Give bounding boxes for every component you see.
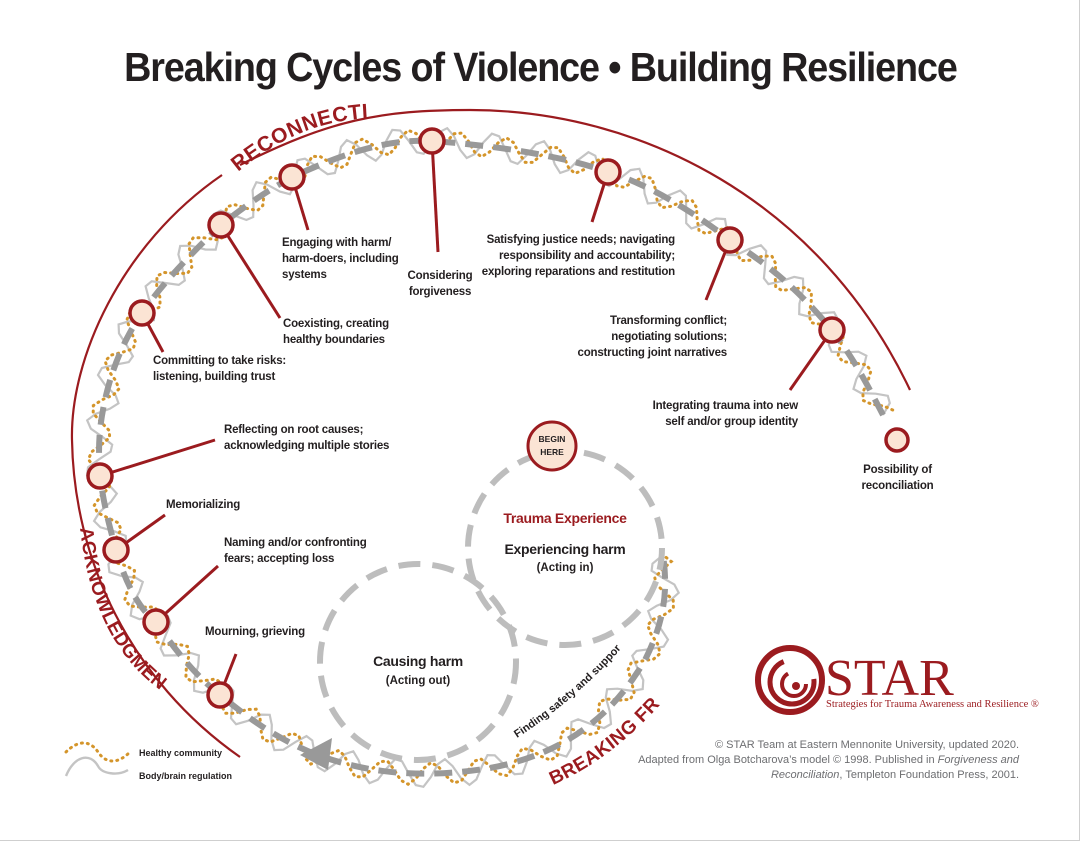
label-memorializing-text: Memorializing xyxy=(166,499,241,511)
label-committing-l1: Committing to take risks: xyxy=(153,355,287,367)
star-tagline: Strategies for Trauma Awareness and Resi… xyxy=(826,699,1039,710)
stage-node-memorializing xyxy=(102,536,130,564)
label-mourning-text: Mourning, grieving xyxy=(205,626,305,638)
label-reflecting: Reflecting on root causes; acknowledging… xyxy=(224,422,389,454)
label-naming: Naming and/or confronting fears; accepti… xyxy=(224,535,367,567)
label-integrating-l2: self and/or group identity xyxy=(665,416,798,428)
label-mourning: Mourning, grieving xyxy=(205,624,305,640)
cycle-arrowhead xyxy=(300,738,332,770)
stage-node-reflecting xyxy=(86,462,114,490)
stage-node-engaging xyxy=(278,163,306,191)
label-integrating: Integrating trauma into new self and/or … xyxy=(630,398,799,430)
causing-harm-circle xyxy=(317,561,519,763)
stage-node-naming xyxy=(142,608,170,636)
trauma-heading: Trauma Experience xyxy=(503,510,627,526)
label-forgiveness: Considering forgiveness xyxy=(395,268,485,300)
trauma-main: Experiencing harm xyxy=(504,541,626,557)
label-transforming: Transforming conflict; negotiating solut… xyxy=(560,313,728,361)
stage-node-committing xyxy=(128,299,156,327)
label-transforming-l2: negotiating solutions; xyxy=(611,331,727,343)
copyright-line1: © STAR Team at Eastern Mennonite Univers… xyxy=(714,739,1019,751)
acknowledgment-label: ACKNOWLEDGMENT xyxy=(0,0,170,694)
copyright-line3-b: , Templeton Foundation Press, 2001. xyxy=(839,769,1019,781)
copyright-line2-a: Adapted from Olga Botcharova’s model © 1… xyxy=(638,754,938,766)
leader-line-coexisting xyxy=(219,224,282,319)
label-justice-l3: exploring reparations and restitution xyxy=(481,266,675,278)
begin-here-node xyxy=(526,420,578,472)
legend-regulation-line xyxy=(64,756,129,777)
star-logo-icon xyxy=(755,645,825,715)
begin-here-line2: HERE xyxy=(540,447,564,457)
label-justice: Satisfying justice needs; navigating res… xyxy=(470,232,675,280)
label-coexisting-l2: healthy boundaries xyxy=(283,334,385,346)
stage-node-forgiveness xyxy=(418,127,446,155)
label-committing: Committing to take risks: listening, bui… xyxy=(153,353,286,385)
label-transforming-l3: constructing joint narratives xyxy=(577,347,728,359)
label-justice-l1: Satisfying justice needs; navigating xyxy=(486,234,676,246)
label-forgiveness-l1: Considering xyxy=(407,270,473,282)
label-forgiveness-l2: forgiveness xyxy=(408,286,472,298)
label-engaging-l2: harm-doers, including xyxy=(282,253,399,265)
stage-nodes xyxy=(86,127,910,709)
label-memorializing: Memorializing xyxy=(166,497,240,513)
stage-node-integrating xyxy=(818,316,846,344)
label-reflecting-l1: Reflecting on root causes; xyxy=(224,424,364,436)
leader-line-reflecting xyxy=(99,438,216,478)
stage-node-coexisting xyxy=(207,211,235,239)
stage-node-transforming xyxy=(716,226,744,254)
star-logo-wordmark: STAR xyxy=(825,650,954,707)
legend-regulation-label: Body/brain regulation xyxy=(139,771,233,781)
copyright-line2-b: Forgiveness and xyxy=(937,754,1019,766)
stage-node-justice xyxy=(594,158,622,186)
registered-mark: ® xyxy=(1030,699,1039,710)
label-engaging-l3: systems xyxy=(282,269,327,281)
label-reconciliation-l1: Possibility of xyxy=(863,464,932,476)
label-reconciliation: Possibility of reconciliation xyxy=(850,462,945,494)
leader-line-forgiveness xyxy=(430,140,440,253)
stage-node-mourning xyxy=(206,681,234,709)
label-coexisting: Coexisting, creating healthy boundaries xyxy=(283,316,389,348)
harm-main: Causing harm xyxy=(373,653,463,669)
label-engaging: Engaging with harm/ harm-doers, includin… xyxy=(282,235,399,283)
copyright-line2: Adapted from Olga Botcharova’s model © 1… xyxy=(638,753,1019,768)
label-coexisting-l1: Coexisting, creating xyxy=(283,318,389,330)
harm-sub: (Acting out) xyxy=(385,675,451,687)
copyright-line3: Reconciliation, Templeton Foundation Pre… xyxy=(638,768,1019,783)
label-justice-l2: responsibility and accountability; xyxy=(499,250,675,262)
cycle-dashed-path xyxy=(96,137,886,777)
label-naming-l1: Naming and/or confronting xyxy=(224,537,367,549)
legend-healthy-line xyxy=(64,741,132,763)
stage-node-reconciliation xyxy=(884,427,910,453)
label-reflecting-l2: acknowledging multiple stories xyxy=(224,440,390,452)
label-engaging-l1: Engaging with harm/ xyxy=(282,237,392,249)
copyright-note: © STAR Team at Eastern Mennonite Univers… xyxy=(638,738,1019,783)
legend-healthy-label: Healthy community xyxy=(139,748,223,758)
label-reconciliation-l2: reconciliation xyxy=(861,480,934,492)
label-transforming-l1: Transforming conflict; xyxy=(610,315,727,327)
outer-boundary-arc xyxy=(239,108,911,391)
star-tagline-text: Strategies for Trauma Awareness and Resi… xyxy=(826,699,1029,710)
begin-here-line1: BEGIN xyxy=(539,434,566,444)
label-naming-l2: fears; accepting loss xyxy=(224,553,335,565)
leader-line-naming xyxy=(154,564,220,624)
label-integrating-l1: Integrating trauma into new xyxy=(652,400,799,412)
page-title: Breaking Cycles of Violence • Building R… xyxy=(124,44,958,90)
outer-boundary-arc-left xyxy=(70,174,241,758)
copyright-line3-a: Reconciliation xyxy=(770,769,840,781)
healthy-community-line xyxy=(86,128,895,786)
label-committing-l2: listening, building trust xyxy=(153,371,276,383)
reconnection-label: RECONNECTION xyxy=(0,0,369,176)
trauma-sub: (Acting in) xyxy=(536,562,594,574)
